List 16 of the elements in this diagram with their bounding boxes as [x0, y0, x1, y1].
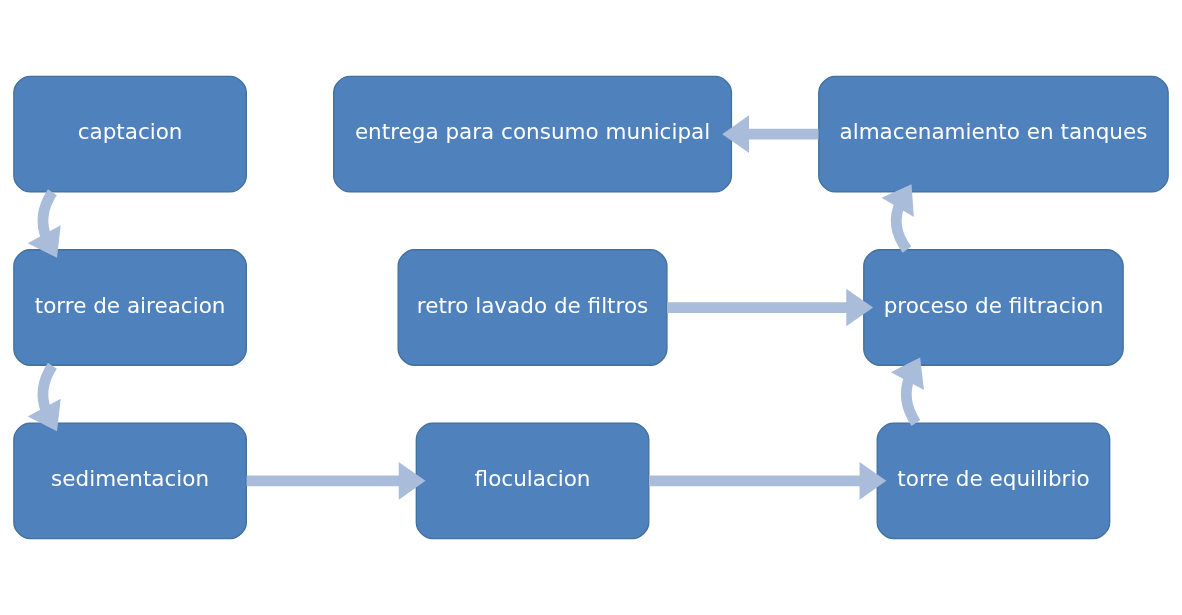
arrow — [881, 184, 914, 253]
node-box: floculacion — [415, 422, 650, 540]
node-box: torre de equilibrio — [876, 422, 1111, 540]
arrow — [722, 115, 819, 153]
node-box: proceso de filtracion — [863, 249, 1124, 366]
node-box: retro lavado de filtros — [397, 249, 668, 366]
arrow — [27, 362, 61, 432]
node-box: almacenamiento en tanques — [818, 75, 1169, 193]
arrow — [667, 288, 874, 327]
node-box: captacion — [13, 75, 247, 193]
arrow — [246, 462, 426, 500]
arrow — [27, 189, 61, 258]
node-box: torre de aireacion — [13, 249, 247, 366]
node-box: sedimentacion — [13, 422, 247, 540]
node-box: entrega para consumo municipal — [333, 75, 733, 193]
arrow — [648, 462, 887, 500]
